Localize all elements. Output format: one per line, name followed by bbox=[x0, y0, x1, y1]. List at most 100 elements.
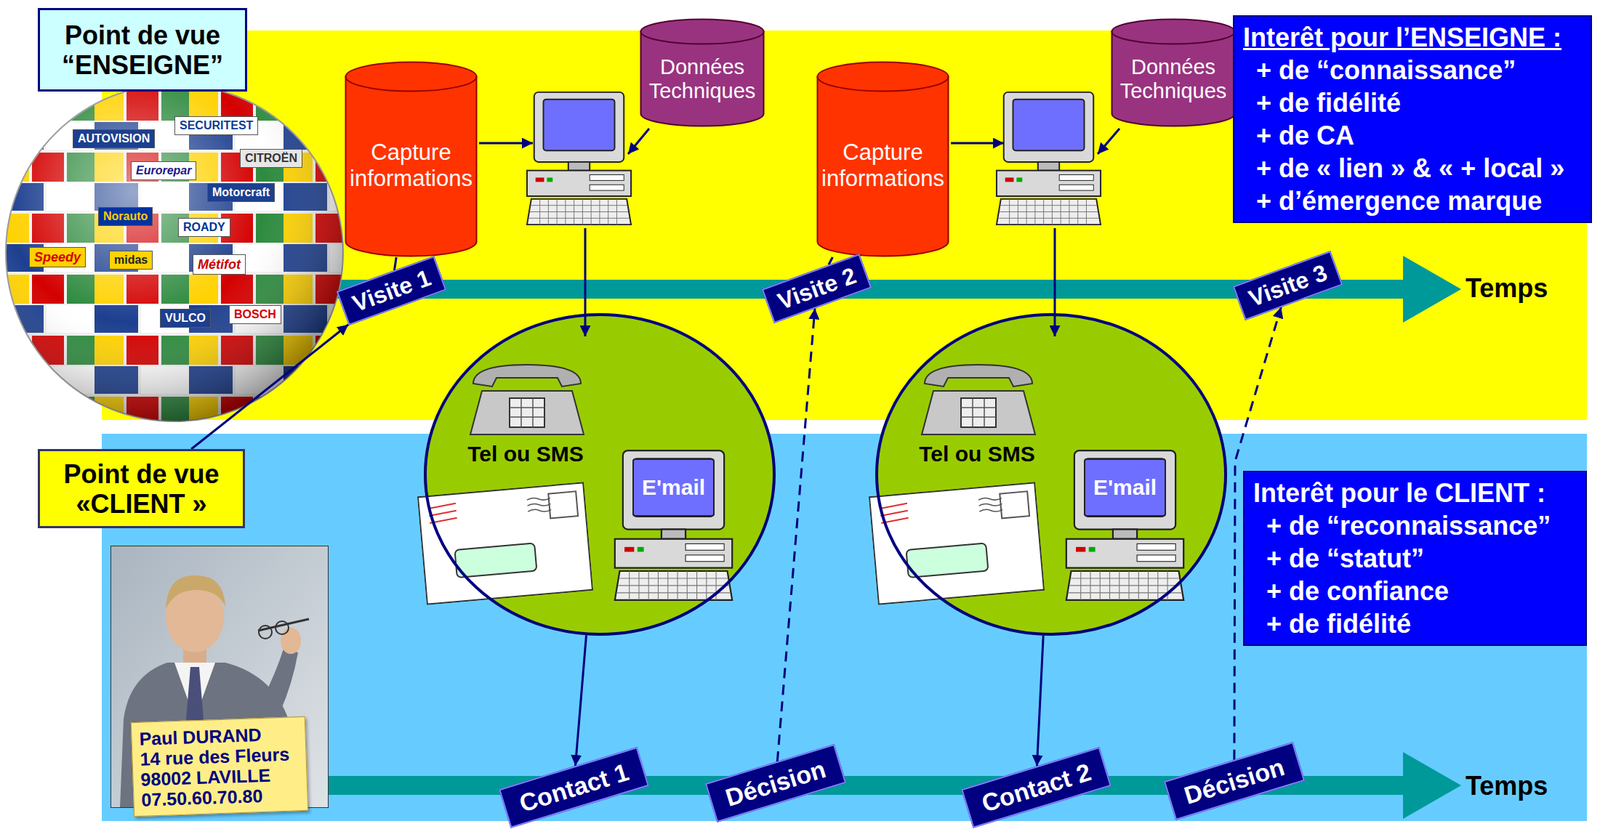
brand-logo: Norauto bbox=[98, 207, 153, 227]
client-portrait bbox=[275, 621, 289, 635]
brand-logo: Speedy bbox=[29, 247, 86, 268]
flow-arrow bbox=[628, 128, 650, 155]
viewpoint-box: Point de vue «CLIENT » bbox=[37, 449, 245, 529]
email-computer-icon bbox=[614, 450, 733, 601]
node-text: Visite 2 bbox=[773, 261, 860, 316]
brand-logo: BOSCH bbox=[228, 305, 282, 325]
axis-label: Temps bbox=[1465, 771, 1548, 802]
client-band bbox=[101, 433, 1587, 822]
node-text: Interêt pour l’ENSEIGNE : bbox=[1243, 21, 1582, 54]
client-portrait bbox=[258, 625, 272, 639]
flow-arrow bbox=[479, 142, 533, 145]
node-text: Visite 1 bbox=[348, 263, 434, 318]
node-text: Décision bbox=[721, 754, 829, 813]
node-text: E'mail bbox=[1093, 475, 1157, 501]
connector bbox=[575, 635, 587, 767]
brand-logo: SECURITEST bbox=[174, 116, 259, 136]
brand-logo: midas bbox=[109, 250, 153, 270]
brand-globe bbox=[5, 84, 344, 422]
computer-icon bbox=[527, 92, 631, 225]
decision-tag: Décision bbox=[705, 744, 847, 823]
cylinder-top bbox=[817, 62, 949, 92]
phone-icon bbox=[921, 364, 1036, 435]
node-text: E'mail bbox=[641, 475, 706, 501]
cylinder-top bbox=[1112, 19, 1236, 45]
database-cylinder: Capture informations bbox=[816, 61, 950, 258]
client-portrait bbox=[280, 628, 301, 655]
envelope-icon bbox=[869, 482, 1044, 605]
contact-circle: Tel ou SMS E'mail bbox=[875, 313, 1228, 637]
flow-arrow bbox=[1097, 128, 1120, 155]
brand-logo: Motorcraft bbox=[207, 183, 275, 203]
connector bbox=[394, 257, 397, 271]
contact-circle-fill bbox=[875, 313, 1228, 637]
brand-globe bbox=[5, 84, 344, 422]
node-text: Données Techniques bbox=[1113, 55, 1233, 104]
node-text: Contact 2 bbox=[977, 757, 1095, 819]
node-text: + de “reconnaissance” bbox=[1253, 509, 1577, 543]
node-text: Décision bbox=[1180, 752, 1288, 811]
envelope-icon bbox=[417, 482, 593, 605]
node-text: + de CA bbox=[1243, 119, 1582, 152]
brand-logo: AUTOVISION bbox=[72, 129, 155, 149]
cylinder-body bbox=[641, 31, 765, 127]
email-computer-icon bbox=[1066, 450, 1184, 601]
node-text: Interêt pour le CLIENT : bbox=[1253, 476, 1577, 510]
cylinder-body bbox=[346, 77, 477, 257]
node-text: + de “statut” bbox=[1253, 542, 1577, 576]
visit-tag: Visite 1 bbox=[335, 255, 447, 326]
flow-arrow bbox=[584, 228, 587, 337]
node-text: + de fidélité bbox=[1253, 607, 1577, 641]
benefit-box: Interêt pour le CLIENT :+ de “reconnaiss… bbox=[1243, 471, 1587, 647]
time-axis-top bbox=[1402, 255, 1462, 323]
circle-border bbox=[876, 314, 1226, 635]
node-text: + de “connaissance” bbox=[1243, 53, 1582, 87]
cylinder-top bbox=[346, 62, 477, 92]
cylinder-top bbox=[641, 19, 765, 45]
brand-logo: CITROËN bbox=[239, 149, 303, 168]
visit-tag: Visite 3 bbox=[1232, 250, 1343, 321]
contact-tag: Contact 1 bbox=[498, 747, 650, 829]
cylinder-body bbox=[817, 77, 949, 257]
brand-logo: ROADY bbox=[178, 218, 231, 237]
node-text: Contact 1 bbox=[515, 757, 632, 819]
email-screen: E'mail bbox=[632, 458, 715, 517]
brand-logo: Métifot bbox=[192, 254, 246, 275]
database-cylinder: Données Techniques bbox=[1110, 18, 1236, 128]
brand-logo: Eurorepar bbox=[130, 161, 197, 181]
flow-arrow bbox=[479, 128, 1120, 337]
time-axis-bottom bbox=[1402, 752, 1462, 820]
benefit-box: Interêt pour l’ENSEIGNE :+ de “connaissa… bbox=[1232, 15, 1593, 224]
brand-globe bbox=[5, 84, 344, 422]
node-text: Capture informations bbox=[819, 139, 947, 192]
email-computer-icon bbox=[614, 450, 1184, 601]
circle-border bbox=[425, 314, 775, 635]
node-text: + d’émergence marque bbox=[1243, 184, 1582, 218]
node-text: Point de vue «CLIENT » bbox=[45, 459, 237, 520]
brand-logo: VULCO bbox=[159, 308, 211, 328]
client-portrait bbox=[261, 649, 299, 711]
email-screen: E'mail bbox=[1083, 458, 1167, 517]
axis-label: Temps bbox=[1465, 273, 1548, 304]
phone-icon bbox=[470, 364, 584, 435]
viewpoint-box: Point de vue “ENSEIGNE” bbox=[37, 7, 248, 92]
address-card: Paul DURAND14 rue des Fleurs98002 LAVILL… bbox=[130, 716, 309, 818]
node-text: Capture informations bbox=[347, 139, 475, 192]
visit-tag: Visite 2 bbox=[761, 253, 872, 324]
contact-tag: Contact 2 bbox=[961, 747, 1112, 829]
client-portrait bbox=[165, 575, 226, 610]
node-text: + de « lien » & « + local » bbox=[1243, 151, 1582, 185]
contact-circle: Tel ou SMSE'mail bbox=[423, 313, 776, 637]
computer-icon bbox=[527, 92, 1101, 225]
database-cylinder: Données Techniques bbox=[639, 18, 765, 128]
computer-icon bbox=[996, 92, 1101, 225]
node-text: Point de vue “ENSEIGNE” bbox=[45, 20, 240, 80]
node-text: Tel ou SMS bbox=[914, 441, 1040, 468]
circle-outline bbox=[423, 313, 776, 637]
connector bbox=[1036, 636, 1044, 767]
connector bbox=[191, 324, 349, 450]
flow-arrow bbox=[950, 142, 1004, 145]
cylinder-body bbox=[1112, 31, 1236, 127]
decision-tag: Décision bbox=[1163, 742, 1305, 821]
